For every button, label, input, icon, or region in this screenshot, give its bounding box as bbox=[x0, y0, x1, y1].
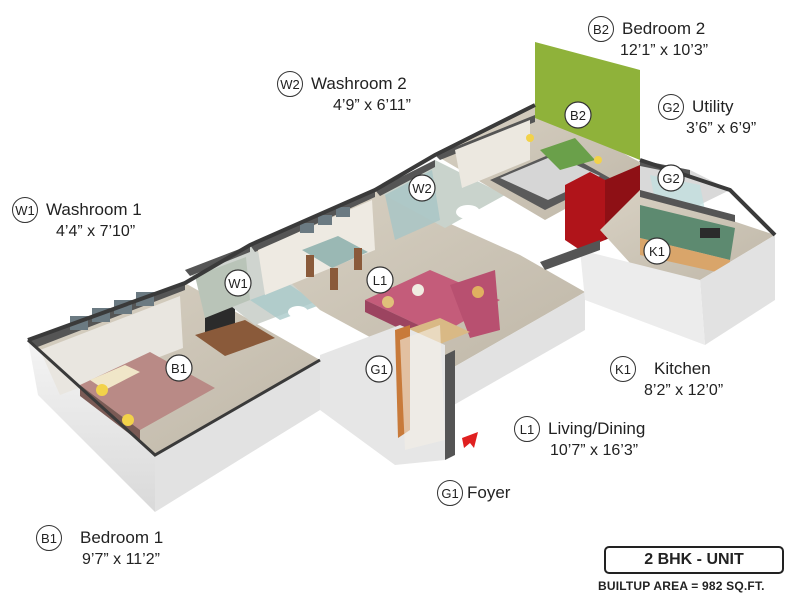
unit-type-badge: 2 BHK - UNIT bbox=[604, 546, 784, 574]
room-name: Kitchen bbox=[654, 359, 711, 378]
room-code-l1: L1 bbox=[514, 416, 540, 442]
room-code-b2: B2 bbox=[588, 16, 614, 42]
label-foyer: G1 Foyer bbox=[437, 480, 510, 506]
svg-text:K1: K1 bbox=[649, 244, 665, 259]
room-code-g2: G2 bbox=[658, 94, 684, 120]
room-name: Utility bbox=[692, 97, 734, 116]
plan-marker-b2: B2 bbox=[564, 101, 592, 129]
plan-marker-g1: G1 bbox=[365, 355, 393, 383]
label-bedroom-2: B2 Bedroom 2 12’1” x 10’3” bbox=[588, 16, 708, 60]
svg-text:L1: L1 bbox=[373, 273, 387, 288]
builtup-area-text: BUILTUP AREA = 982 SQ.FT. bbox=[598, 579, 765, 593]
label-living-dining: L1 Living/Dining 10’7” x 16’3” bbox=[514, 416, 645, 460]
room-code-w1: W1 bbox=[12, 197, 38, 223]
room-dimensions: 3’6” x 6’9” bbox=[686, 120, 757, 137]
room-dimensions: 8’2” x 12’0” bbox=[644, 382, 724, 399]
svg-text:B2: B2 bbox=[570, 108, 586, 123]
room-dimensions: 4’9” x 6’11” bbox=[333, 97, 411, 114]
label-kitchen: K1 Kitchen 8’2” x 12’0” bbox=[610, 356, 723, 400]
plan-marker-b1: B1 bbox=[165, 354, 193, 382]
plan-marker-w2: W2 bbox=[408, 174, 436, 202]
room-code-k1: K1 bbox=[610, 356, 636, 382]
foyer-room bbox=[320, 325, 455, 465]
room-code-w2: W2 bbox=[277, 71, 303, 97]
room-code-g1: G1 bbox=[437, 480, 463, 506]
room-dimensions: 12’1” x 10’3” bbox=[620, 42, 709, 59]
room-name: Living/Dining bbox=[548, 419, 646, 438]
label-bedroom-1: B1 Bedroom 1 9’7” x 11’2” bbox=[36, 525, 163, 569]
room-name: Bedroom 1 bbox=[80, 528, 164, 547]
room-name: Washroom 2 bbox=[311, 74, 407, 93]
label-washroom-2: W2 Washroom 2 4’9” x 6’11” bbox=[277, 71, 411, 115]
room-dimensions: 4’4” x 7’10” bbox=[56, 223, 136, 240]
room-dimensions: 10’7” x 16’3” bbox=[550, 442, 639, 459]
room-name: Washroom 1 bbox=[46, 200, 142, 219]
room-code-b1: B1 bbox=[36, 525, 62, 551]
svg-text:G2: G2 bbox=[662, 171, 679, 186]
plan-marker-g2: G2 bbox=[657, 164, 685, 192]
svg-text:G1: G1 bbox=[370, 362, 387, 377]
label-utility: G2 Utility 3’6” x 6’9” bbox=[658, 94, 756, 138]
kitchen-room bbox=[540, 190, 775, 345]
room-name: Bedroom 2 bbox=[622, 19, 706, 38]
svg-text:B1: B1 bbox=[171, 361, 187, 376]
svg-text:W2: W2 bbox=[412, 181, 432, 196]
plan-marker-k1: K1 bbox=[643, 237, 671, 265]
entry-arrow-icon bbox=[462, 432, 478, 448]
svg-text:W1: W1 bbox=[228, 276, 248, 291]
plan-marker-l1: L1 bbox=[366, 266, 394, 294]
plan-marker-w1: W1 bbox=[224, 269, 252, 297]
room-name: Foyer bbox=[467, 483, 511, 502]
room-dimensions: 9’7” x 11’2” bbox=[82, 551, 160, 568]
label-washroom-1: W1 Washroom 1 4’4” x 7’10” bbox=[12, 197, 142, 241]
